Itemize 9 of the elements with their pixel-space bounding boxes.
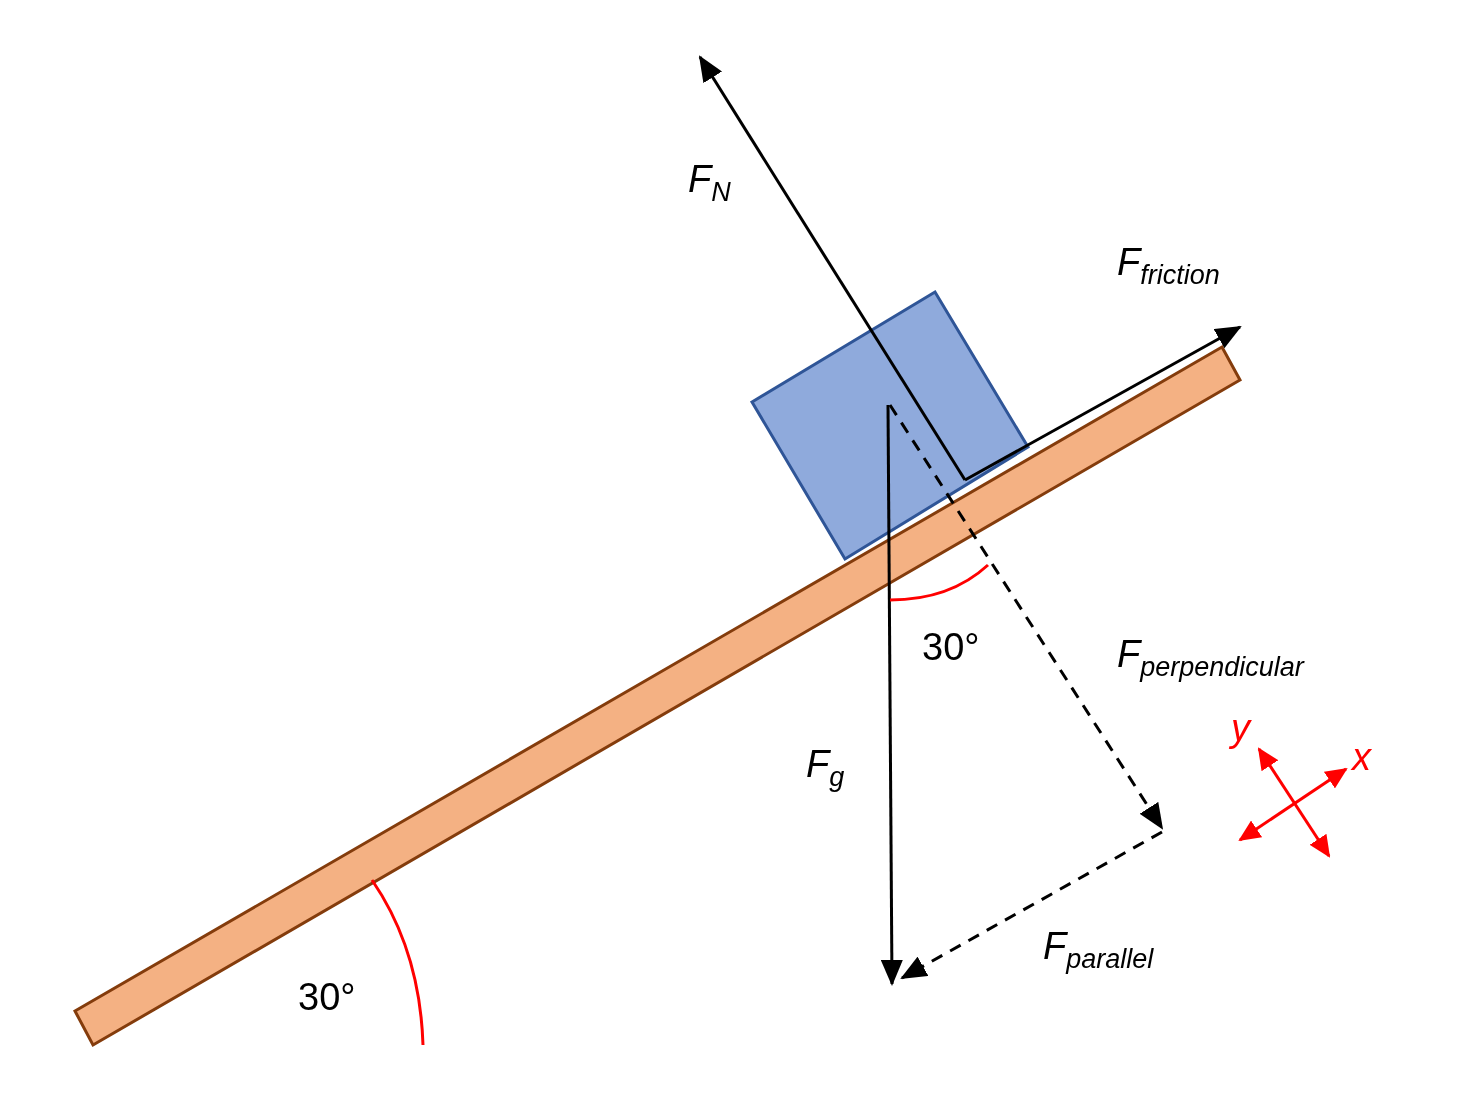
axis-label: y xyxy=(1231,709,1250,747)
force-label: F$_{perpendicular}$ xyxy=(1117,635,1304,681)
force-label: F$_{parallel}$ xyxy=(1043,927,1154,973)
angle-label: 30° xyxy=(922,628,980,666)
force-label: F$_{g}$ xyxy=(806,745,845,791)
axis-label: x xyxy=(1352,738,1371,776)
force-label: F$_{friction}$ xyxy=(1117,243,1220,289)
force-label: F$_{N}$ xyxy=(688,160,731,206)
angle-label: 30° xyxy=(298,978,356,1016)
